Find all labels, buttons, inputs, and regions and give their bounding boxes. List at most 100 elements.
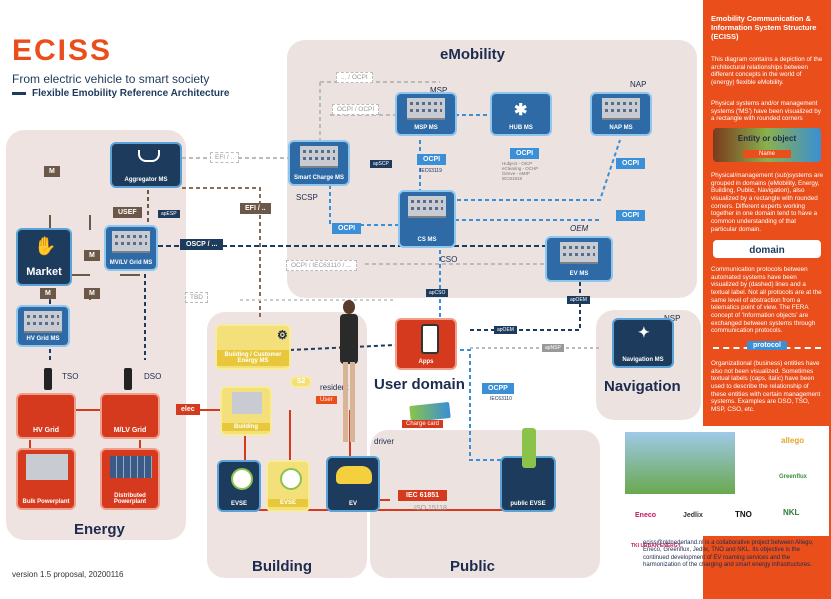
charge-card[interactable]: Charge card — [402, 401, 462, 432]
ocpi-dots-protocol: ... / OCPI — [336, 72, 373, 83]
navigation-label: Navigation — [604, 378, 681, 395]
cs-ms[interactable]: CS MS — [398, 190, 456, 248]
public-evse[interactable]: public EVSE — [500, 428, 556, 512]
apps-label: Apps — [418, 359, 434, 365]
building-customer-energy-ms[interactable]: ⚙ Building / Customer Energy MS — [215, 324, 291, 370]
bulk-powerplant[interactable]: Bulk Powerplant — [16, 448, 76, 510]
ev-ms-label: EV MS — [569, 271, 589, 277]
cs-building-icon — [408, 196, 446, 218]
hand-icon — [138, 150, 160, 162]
emobility-label: eMobility — [440, 46, 506, 63]
apoem-tag: apOEM — [567, 296, 590, 304]
evse-1[interactable]: EVSE — [217, 460, 261, 512]
nap-ms[interactable]: NAP MS — [590, 92, 652, 136]
legend-entity-box: Entity or object Name — [713, 128, 821, 162]
ocpi-protocol-oem: OCPI — [616, 210, 646, 221]
apps[interactable]: Apps — [395, 318, 457, 370]
oscp-protocol: OSCP / ... — [180, 239, 224, 250]
sidebar-physical: Physical systems and/or management syste… — [711, 100, 821, 123]
s2-label-box: S2 — [290, 376, 312, 388]
photo-collage — [625, 432, 735, 494]
charge-card-label: Charge card — [402, 420, 444, 428]
logo-nkl: NKL — [783, 508, 800, 517]
hub-ms-label: HUB MS — [509, 125, 533, 131]
meter-icon-tso — [44, 368, 52, 390]
ocpp-protocol: OCPP — [482, 383, 514, 394]
hv-grid-ms-label: HV Grid MS — [26, 336, 60, 342]
hv-grid[interactable]: HV Grid — [16, 393, 76, 439]
distributed-powerplant[interactable]: Distributed Powerplant — [100, 448, 160, 510]
smart-charge-label: Smart Charge MS — [293, 175, 344, 181]
msp-ms-label: MSP MS — [414, 125, 438, 131]
plug-icon-1 — [231, 468, 253, 490]
evse-1-label: EVSE — [230, 501, 247, 507]
iso15118-label: ISO 15118 — [414, 505, 447, 512]
hv-grid-label: HV Grid — [32, 427, 60, 434]
sidebar-intro: This diagram contains a depiction of the… — [711, 56, 823, 87]
sidebar-title: Emobility Communication & Information Sy… — [711, 14, 817, 41]
legend-name-label: Name — [743, 150, 791, 158]
usef-protocol: USEF — [113, 207, 142, 218]
ocpi-protocol-2-sub: Hubject - OICP eClearing - OCHP Gireve -… — [502, 161, 539, 181]
user-person-icon — [335, 300, 363, 450]
network-icon: ✱ — [514, 102, 528, 119]
building-label: Building — [222, 423, 270, 431]
hub-ms[interactable]: ✱ HUB MS — [490, 92, 552, 136]
msp-building-icon — [407, 98, 445, 120]
charger-icon — [522, 428, 536, 468]
ocpp-protocol-sub: IEC63110 — [490, 396, 512, 402]
tso-label: TSO — [62, 372, 79, 381]
m-tag-3: M — [40, 288, 56, 299]
tbd-protocol: TBD — [185, 292, 208, 303]
user-tag: User — [316, 396, 337, 404]
ocpi-ocpi-protocol: OCPI / OCPI — [332, 104, 380, 115]
ev-ms[interactable]: EV MS — [545, 236, 613, 282]
navigation-ms[interactable]: ✦ Navigation MS — [612, 318, 674, 368]
apnsp-tag: apNSP — [542, 344, 564, 352]
apoem2-tag: apOEM — [494, 326, 517, 334]
sidebar-grouping: Physical/management (sub)systems are gro… — [711, 172, 823, 233]
user-domain-label: User domain — [374, 376, 465, 393]
plug-icon-2 — [280, 468, 302, 490]
ocpi-iec-protocol: OCPI / IEC63110 / ... — [286, 260, 357, 271]
powerplant-icon — [26, 454, 68, 480]
legend-domain-label: domain — [749, 245, 785, 256]
ocpi-protocol-nap: OCPI — [616, 158, 646, 169]
mlv-grid-label: M/LV Grid — [113, 427, 147, 434]
navigation-ms-label: Navigation MS — [622, 357, 664, 363]
ocpi-protocol-cs: OCPI — [332, 223, 362, 234]
m-tag-1: M — [44, 166, 60, 177]
apscp-tag: apSCP — [370, 160, 392, 168]
ocpi-protocol-1: OCPI — [417, 154, 447, 165]
market[interactable]: ✋ Market — [16, 228, 72, 286]
resident-label: resident — [320, 383, 349, 392]
logo-tno: TNO — [735, 510, 752, 519]
house-icon — [232, 392, 262, 414]
mvlv-grid-ms[interactable]: MV/LV Grid MS — [104, 225, 158, 271]
mlv-grid[interactable]: M/LV Grid — [100, 393, 160, 439]
aggregator-label: Aggregator MS — [124, 177, 168, 183]
building-ms-label: Building / Customer Energy MS — [217, 350, 289, 366]
public-evse-label: public EVSE — [510, 501, 546, 507]
distributed-label: Distributed Powerplant — [113, 493, 147, 505]
evse-2-label: EVSE — [268, 499, 308, 507]
msp-ms[interactable]: MSP MS — [395, 92, 457, 136]
gear-icon: ⚙ — [277, 328, 288, 342]
smart-charge-ms[interactable]: Smart Charge MS — [288, 140, 350, 186]
aggregator-ms[interactable]: Aggregator MS — [110, 142, 182, 188]
logo-panel: allego Greenflux Eneco Jedlix TNO NKL — [621, 426, 829, 536]
apcso-tag: apCSO — [426, 289, 449, 297]
evse-2[interactable]: EVSE — [266, 460, 310, 512]
logo: ECISS — [12, 34, 113, 67]
grid-building-icon — [112, 231, 150, 253]
cs-ms-label: CS MS — [417, 237, 437, 243]
public-domain — [370, 430, 600, 578]
building[interactable]: Building — [220, 386, 272, 436]
handshake-icon: ✋ — [34, 236, 57, 256]
ev[interactable]: EV — [326, 456, 380, 512]
ocpi-protocol-2: OCPI — [510, 148, 540, 159]
dso-label: DSO — [144, 372, 162, 381]
legend-entity-label: Entity or object — [737, 134, 797, 143]
hv-grid-ms[interactable]: HV Grid MS — [16, 305, 70, 347]
ev-label: EV — [348, 501, 357, 507]
